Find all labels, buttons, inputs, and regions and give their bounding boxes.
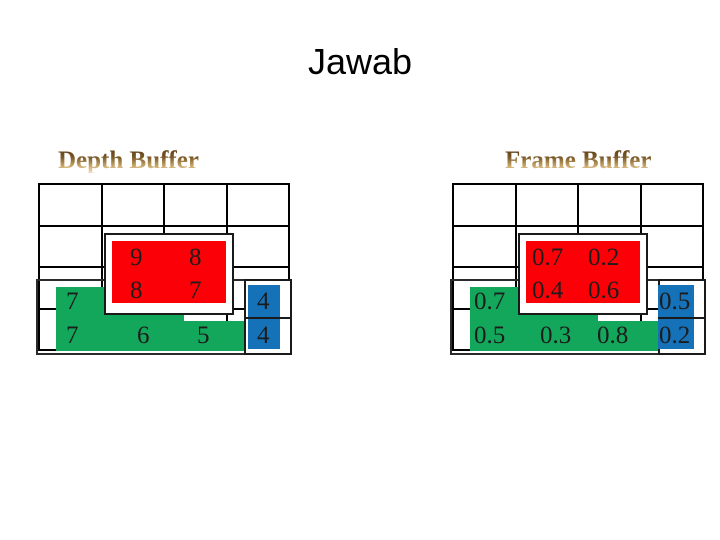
frame-red-value: 0.4 bbox=[532, 277, 564, 304]
grid-cell bbox=[516, 185, 579, 227]
depth-buffer-heading: Depth Buffer bbox=[58, 147, 199, 174]
grid-cell bbox=[454, 226, 517, 268]
frame-green-value: 0.3 bbox=[540, 322, 572, 349]
depth-red-value: 8 bbox=[130, 277, 143, 304]
frame-red-value: 0.6 bbox=[588, 277, 620, 304]
depth-red-value: 7 bbox=[189, 277, 202, 304]
depth-buffer-diagram: 7 7 6 5 9 8 8 7 4 4 bbox=[36, 183, 292, 355]
page-title: Jawab bbox=[307, 41, 413, 82]
frame-blue-value: 0.2 bbox=[659, 322, 691, 349]
depth-green-value: 7 bbox=[66, 288, 79, 315]
green-polygon-lower bbox=[56, 321, 246, 351]
blue-row-divider bbox=[658, 317, 706, 319]
frame-blue-value: 0.5 bbox=[659, 288, 691, 315]
frame-red-value: 0.7 bbox=[532, 244, 564, 271]
grid-cell bbox=[454, 185, 517, 227]
grid-cell bbox=[227, 185, 290, 227]
grid-cell bbox=[579, 185, 642, 227]
red-polygon bbox=[112, 241, 226, 303]
grid-cell bbox=[165, 185, 228, 227]
blue-row-divider bbox=[244, 317, 292, 319]
depth-green-value: 7 bbox=[66, 322, 79, 349]
frame-buffer-diagram: 0.7 0.5 0.3 0.8 0.7 0.2 0.4 0.6 0.5 0.2 bbox=[450, 183, 706, 355]
depth-green-value: 5 bbox=[197, 322, 210, 349]
depth-blue-value: 4 bbox=[257, 288, 270, 315]
depth-red-value: 9 bbox=[130, 244, 143, 271]
depth-blue-value: 4 bbox=[257, 322, 270, 349]
frame-red-value: 0.2 bbox=[588, 244, 620, 271]
green-polygon-lower bbox=[470, 321, 660, 351]
grid-cell bbox=[40, 226, 103, 268]
depth-green-value: 6 bbox=[137, 322, 150, 349]
frame-buffer-panel: Frame Buffer 0.7 bbox=[445, 147, 720, 355]
grid-cell bbox=[40, 185, 103, 227]
frame-buffer-heading: Frame Buffer bbox=[505, 147, 652, 174]
grid-cell bbox=[227, 226, 290, 268]
red-polygon bbox=[526, 241, 640, 303]
frame-green-value: 0.7 bbox=[474, 288, 506, 315]
frame-green-value: 0.8 bbox=[597, 322, 629, 349]
frame-green-value: 0.5 bbox=[474, 322, 506, 349]
grid-cell bbox=[641, 185, 704, 227]
grid-cell bbox=[641, 226, 704, 268]
grid-cell bbox=[102, 185, 165, 227]
depth-buffer-panel: Depth Buffer bbox=[30, 147, 330, 355]
depth-red-value: 8 bbox=[189, 244, 202, 271]
